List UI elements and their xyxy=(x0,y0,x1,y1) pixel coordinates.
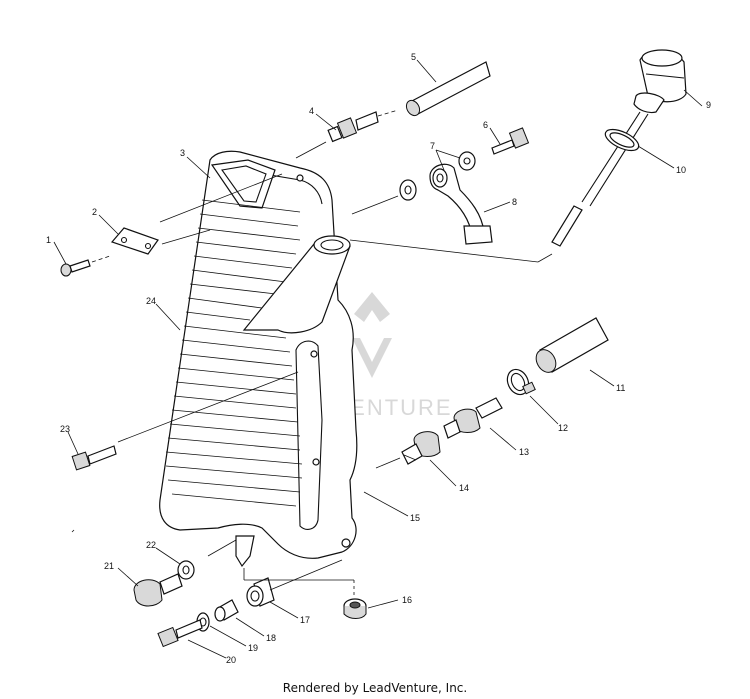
bolt-6 xyxy=(491,127,530,155)
footer-credit: Rendered by LeadVenture, Inc. xyxy=(282,681,468,695)
oil-tank xyxy=(159,150,358,568)
callout-13: 13 xyxy=(519,447,529,457)
callout-2: 2 xyxy=(92,207,97,217)
callout-18: 18 xyxy=(266,633,276,643)
elbow-fitting-8 xyxy=(399,151,493,245)
fitting-13 xyxy=(443,397,503,439)
valve-14 xyxy=(401,431,441,465)
callout-numbers: 1 2 3 4 5 6 7 8 9 10 11 12 13 14 15 16 1… xyxy=(46,52,711,665)
callout-9: 9 xyxy=(706,100,711,110)
bracket-plate-2 xyxy=(110,227,159,255)
bushing-17 xyxy=(246,577,275,607)
callout-11: 11 xyxy=(616,383,625,393)
callout-24: 24 xyxy=(146,296,156,306)
dipstick-9 xyxy=(551,49,687,247)
callout-22: 22 xyxy=(146,540,156,550)
callout-7: 7 xyxy=(430,141,435,151)
callout-14: 14 xyxy=(459,483,469,493)
washer-22 xyxy=(177,560,195,580)
tank-ribs xyxy=(165,199,303,507)
callout-19: 19 xyxy=(248,643,258,653)
callout-12: 12 xyxy=(558,423,568,433)
drain-bolt-21 xyxy=(133,573,183,607)
callout-21: 21 xyxy=(104,561,114,571)
screw-1 xyxy=(60,259,91,277)
callout-6: 6 xyxy=(483,120,488,130)
callout-10: 10 xyxy=(676,165,686,175)
bolt-20 xyxy=(157,619,203,648)
fitting-4 xyxy=(327,111,379,143)
callout-17: 17 xyxy=(300,615,310,625)
callout-8: 8 xyxy=(512,197,517,207)
leader-lines xyxy=(53,59,703,659)
grommet-16 xyxy=(343,598,367,619)
assembly-lines xyxy=(71,109,553,596)
hose-11 xyxy=(535,317,609,373)
bolt-23 xyxy=(71,445,117,471)
callout-1: 1 xyxy=(46,235,51,245)
callout-20: 20 xyxy=(226,655,236,665)
sleeve-18 xyxy=(214,599,239,622)
callout-16: 16 xyxy=(402,595,412,605)
callout-4: 4 xyxy=(309,106,314,116)
hose-clamp-12 xyxy=(506,368,536,396)
callout-15: 15 xyxy=(410,513,420,523)
callout-23: 23 xyxy=(60,424,70,434)
callout-5: 5 xyxy=(411,52,416,62)
callout-3: 3 xyxy=(180,148,185,158)
hose-5 xyxy=(405,61,491,117)
